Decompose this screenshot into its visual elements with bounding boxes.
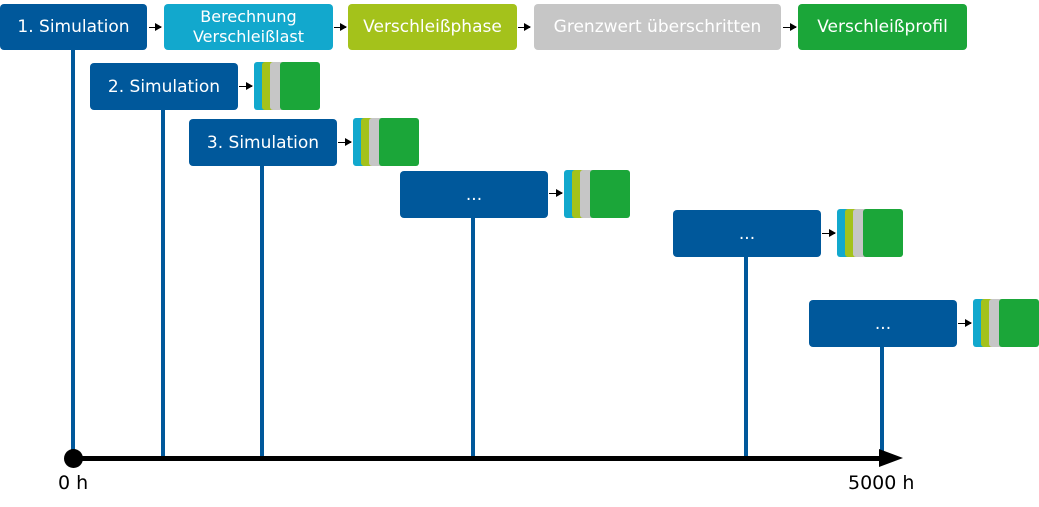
simulation-6-label: ... <box>874 313 892 334</box>
timeline-marker-5 <box>744 256 748 458</box>
timeline-marker-1 <box>71 48 75 458</box>
axis-end-label: 5000 h <box>848 472 915 494</box>
simulation-3-label: 3. Simulation <box>206 132 320 153</box>
verschleissphase-label: Verschleißphase <box>363 17 502 37</box>
grenzwert-box: Grenzwert überschritten <box>534 4 781 50</box>
timeline-marker-2 <box>161 108 165 458</box>
simulation-4-arrow <box>549 188 563 197</box>
simulation-3-arrow <box>338 137 352 146</box>
simulation-3-result-stack <box>353 118 419 166</box>
simulation-6-arrow <box>958 318 972 327</box>
simulation-2-result-stack <box>254 62 320 110</box>
grenzwert-label: Grenzwert überschritten <box>553 17 762 37</box>
simulation-1-label: 1. Simulation <box>17 17 130 37</box>
simulation-1-box: 1. Simulation <box>0 4 147 50</box>
berechnung-label-line1: Berechnung <box>200 7 297 26</box>
simulation-5-result-stack <box>837 209 903 257</box>
timeline-marker-3 <box>260 165 264 458</box>
simulation-6-result-stack <box>973 299 1039 347</box>
time-axis-arrowhead <box>879 449 903 467</box>
time-axis-line <box>73 456 880 461</box>
timeline-marker-6 <box>880 346 884 458</box>
simulation-4-box: ... <box>400 171 548 218</box>
berechnung-verschleisslast-box: Berechnung Verschleißlast <box>164 4 333 50</box>
simulation-3-box: 3. Simulation <box>189 119 337 166</box>
timeline-marker-4 <box>471 216 475 458</box>
time-axis-origin-dot <box>64 449 83 468</box>
simulation-4-label: ... <box>465 184 483 205</box>
simulation-2-arrow <box>239 81 253 90</box>
arrow-3 <box>518 22 531 31</box>
simulation-4-result-stack <box>564 170 630 218</box>
simulation-5-arrow <box>822 228 836 237</box>
arrow-1 <box>149 22 162 31</box>
axis-start-label: 0 h <box>58 472 89 494</box>
verschleissprofil-label: Verschleißprofil <box>817 17 948 37</box>
simulation-6-box: ... <box>809 300 957 347</box>
arrow-4 <box>783 22 797 31</box>
simulation-2-label: 2. Simulation <box>107 76 221 97</box>
berechnung-label-line2: Verschleißlast <box>192 27 305 46</box>
verschleissphase-box: Verschleißphase <box>348 4 517 50</box>
verschleissprofil-box: Verschleißprofil <box>798 4 967 50</box>
arrow-2 <box>334 22 347 31</box>
simulation-5-box: ... <box>673 210 821 257</box>
simulation-5-label: ... <box>738 223 756 244</box>
simulation-2-box: 2. Simulation <box>90 63 238 110</box>
